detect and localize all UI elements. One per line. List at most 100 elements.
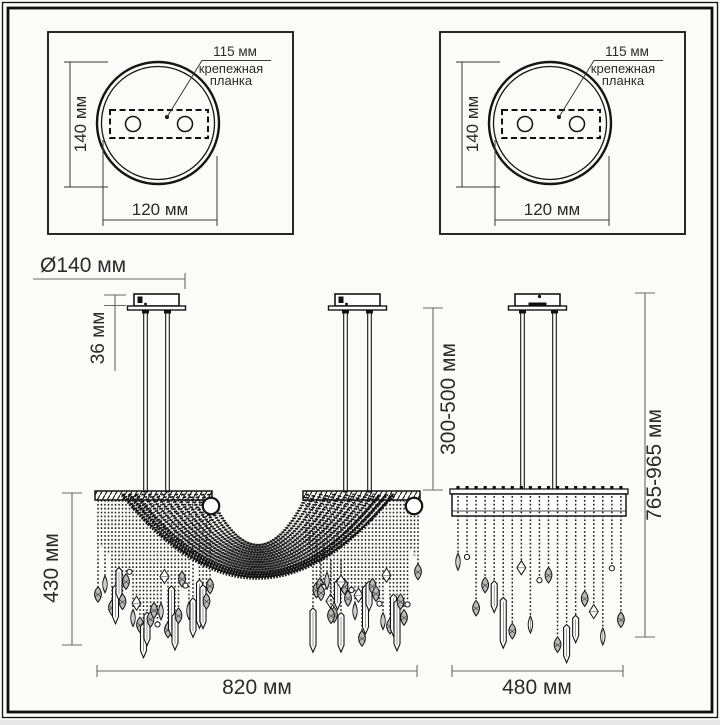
- suspension-rod: [367, 312, 372, 493]
- plate-spacing-label: 115 мм: [213, 44, 257, 59]
- strand-anchor: [601, 486, 605, 490]
- front-view-dimensions: Ø140 мм 36 мм 430 мм 300-500 мм 820 мм: [33, 254, 460, 699]
- strand-anchor: [555, 486, 560, 490]
- side-view-fixture: [449, 486, 629, 665]
- front-view-crystal-fringe: [94, 500, 422, 660]
- crystal-bead: [536, 577, 543, 584]
- strand-anchor: [537, 486, 542, 490]
- mount-view-right: [438, 30, 687, 236]
- canopy-outer-circle: [95, 60, 221, 186]
- swag-chain: [160, 493, 355, 564]
- swag-chain: [208, 493, 310, 547]
- swag-chain: [141, 493, 374, 571]
- strand-anchor: [592, 486, 596, 490]
- dim-36-label: 36 мм: [88, 312, 109, 365]
- canopy-screw-mark: [338, 296, 344, 303]
- strand-anchor: [519, 486, 523, 490]
- dim-430-label: 430 мм: [40, 533, 63, 603]
- strand-anchor: [501, 486, 505, 490]
- swag-chain: [187, 493, 328, 554]
- crystal-bead: [126, 568, 133, 575]
- canopy-plate: [507, 305, 568, 311]
- dim-765-965-label: 765-965 мм: [643, 409, 666, 521]
- crystal-bead: [154, 621, 161, 628]
- swag-chain: [167, 493, 348, 561]
- strand-anchor: [619, 486, 623, 490]
- rod-foot: [519, 310, 526, 314]
- strand-anchor: [574, 486, 578, 490]
- leader-line: [166, 60, 271, 118]
- canopy-screw-mark: [137, 296, 143, 303]
- strand-anchor: [474, 486, 478, 490]
- canopy-diameter-label: Ø140 мм: [40, 254, 126, 277]
- swag-chain: [127, 494, 388, 578]
- canopy-plate: [327, 305, 388, 311]
- canopy-dot: [345, 302, 348, 306]
- canopy-inner-circle: [100, 65, 216, 181]
- crystal-bead: [608, 565, 615, 572]
- swag-chain: [162, 493, 356, 564]
- crystal-bead: [182, 582, 189, 589]
- bar-end-ball: [404, 496, 424, 516]
- strand-anchor: [583, 486, 587, 490]
- suspension-rod: [520, 312, 525, 491]
- strand-anchor: [546, 486, 551, 490]
- swag-chain: [121, 494, 394, 580]
- canopy-dot: [537, 294, 542, 299]
- side-view-dimensions: 765-965 мм 480 мм: [451, 292, 666, 699]
- swag-bead-chains: [121, 493, 424, 639]
- dim-480-label: 480 мм: [502, 676, 572, 699]
- swag-chain: [200, 493, 315, 549]
- suspension-rod: [552, 312, 557, 491]
- bar-end-ball: [201, 496, 221, 516]
- crystal-bead: [463, 553, 471, 561]
- dim-300-500-label: 300-500 мм: [437, 343, 460, 455]
- mount-view-left: 115 мм крепежная планка 140 мм 120 мм: [47, 31, 294, 235]
- rod-foot: [551, 310, 558, 314]
- dim-140-label: 140 мм: [71, 96, 90, 152]
- suspension-rod: [143, 312, 148, 493]
- strand-anchor: [565, 486, 569, 490]
- strand-anchor: [456, 486, 460, 490]
- swag-chain: [202, 493, 317, 549]
- mount-view-box: [47, 31, 294, 235]
- mount-plate-name-line2: планка: [210, 73, 253, 88]
- inner-frame: [6, 6, 714, 714]
- rod-foot: [366, 310, 373, 314]
- swag-chain: [149, 493, 370, 569]
- canopy-bar-mark: [528, 302, 547, 306]
- mounting-plate-dashed: [109, 109, 209, 139]
- swag-chain: [206, 493, 309, 547]
- canopy-plate: [126, 305, 187, 311]
- dim-120-label: 120 мм: [132, 200, 188, 219]
- swag-chain: [169, 493, 350, 561]
- suspension-rod: [343, 312, 348, 493]
- rod-foot: [164, 310, 171, 314]
- strand-anchor: [483, 486, 487, 490]
- rod-foot: [142, 310, 149, 314]
- strand-anchor: [492, 486, 496, 490]
- swag-chain: [175, 493, 343, 559]
- dim-820-label: 820 мм: [222, 676, 292, 699]
- swag-chain: [134, 494, 381, 575]
- ceiling-canopies: [126, 293, 568, 493]
- mount-hole-left: [124, 115, 142, 133]
- crystal-bead: [376, 600, 383, 607]
- strand-anchor: [465, 486, 469, 490]
- crystal-bead: [404, 601, 411, 608]
- swag-chain: [155, 493, 363, 566]
- crystal-bead: [348, 586, 355, 594]
- swag-chain: [188, 493, 330, 554]
- strand-anchor: [510, 486, 514, 490]
- strand-anchor: [528, 486, 532, 490]
- canopy-dot: [144, 302, 147, 306]
- strand-anchor: [610, 486, 614, 490]
- swag-chain: [154, 493, 361, 566]
- swag-chain: [195, 493, 323, 551]
- suspension-rod: [165, 312, 170, 493]
- mount-hole-right: [176, 115, 194, 133]
- swag-chain: [142, 493, 376, 571]
